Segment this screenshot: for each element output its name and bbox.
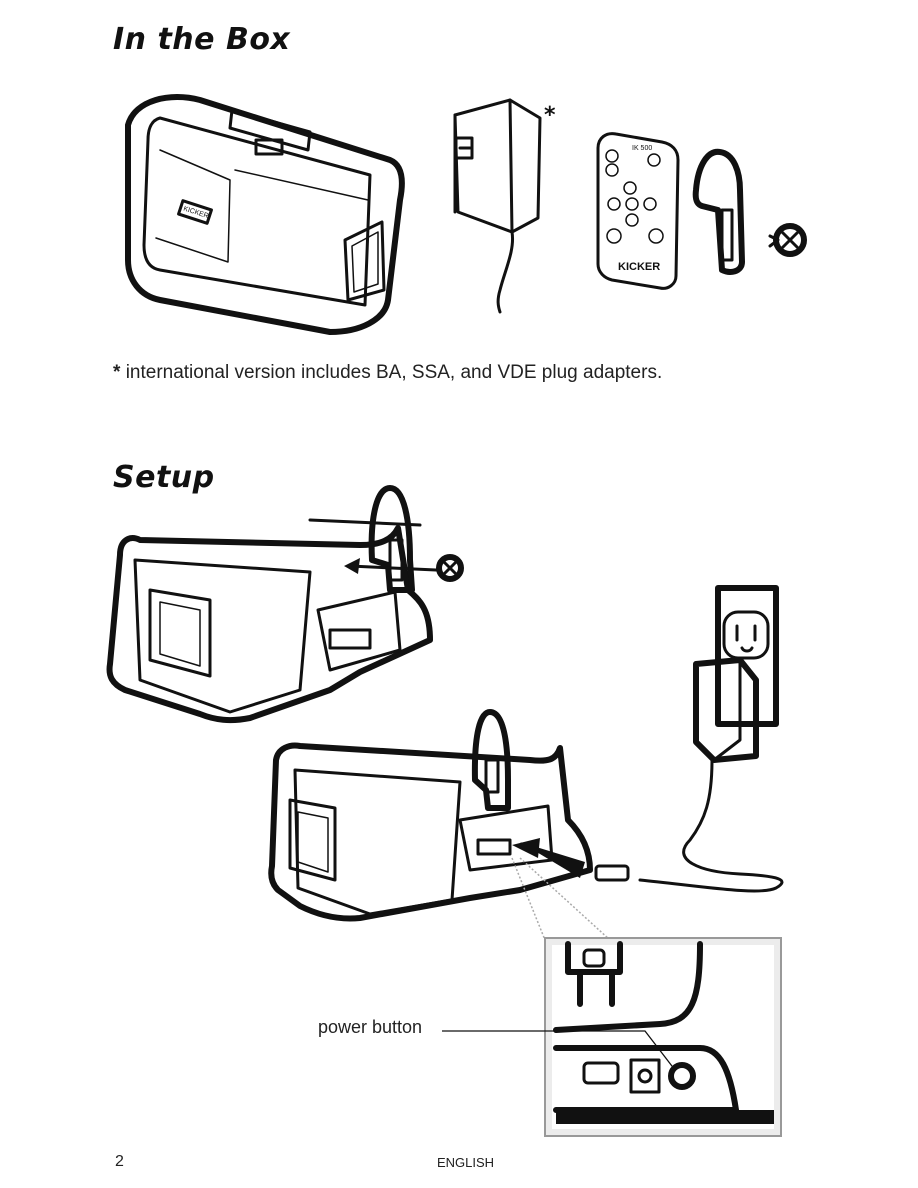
footnote-asterisk: * bbox=[113, 362, 121, 383]
plugged-adapter-illustration bbox=[594, 657, 784, 893]
remote-brand-label: KICKER bbox=[618, 261, 660, 273]
power-adapter-illustration bbox=[453, 98, 542, 314]
power-button-leader-line bbox=[442, 1030, 676, 1071]
footnote: * international version includes BA, SSA… bbox=[113, 362, 662, 384]
support-arm-illustration bbox=[692, 148, 745, 275]
zoom-guide-lines bbox=[511, 857, 611, 941]
remote-control-illustration: IK 500 KICKER bbox=[596, 132, 680, 290]
wall-outlet-illustration bbox=[715, 585, 779, 727]
thumb-screw-illustration bbox=[768, 223, 807, 257]
remote-model-label: IK 500 bbox=[632, 145, 652, 152]
setup-dock-top-illustration bbox=[106, 485, 464, 724]
footnote-text: international version includes BA, SSA, … bbox=[125, 362, 663, 383]
power-button-label: power button bbox=[318, 1017, 423, 1037]
in-the-box-heading: In the Box bbox=[113, 22, 291, 57]
setup-heading: Setup bbox=[113, 460, 215, 495]
adapter-asterisk: * bbox=[544, 103, 556, 128]
language-label: ENGLISH bbox=[437, 1155, 495, 1170]
page-number: 2 bbox=[115, 1153, 124, 1170]
setup-dock-bottom-illustration bbox=[268, 709, 593, 922]
speaker-dock-illustration: KICKER bbox=[125, 94, 405, 335]
power-button-closeup bbox=[442, 937, 782, 1137]
